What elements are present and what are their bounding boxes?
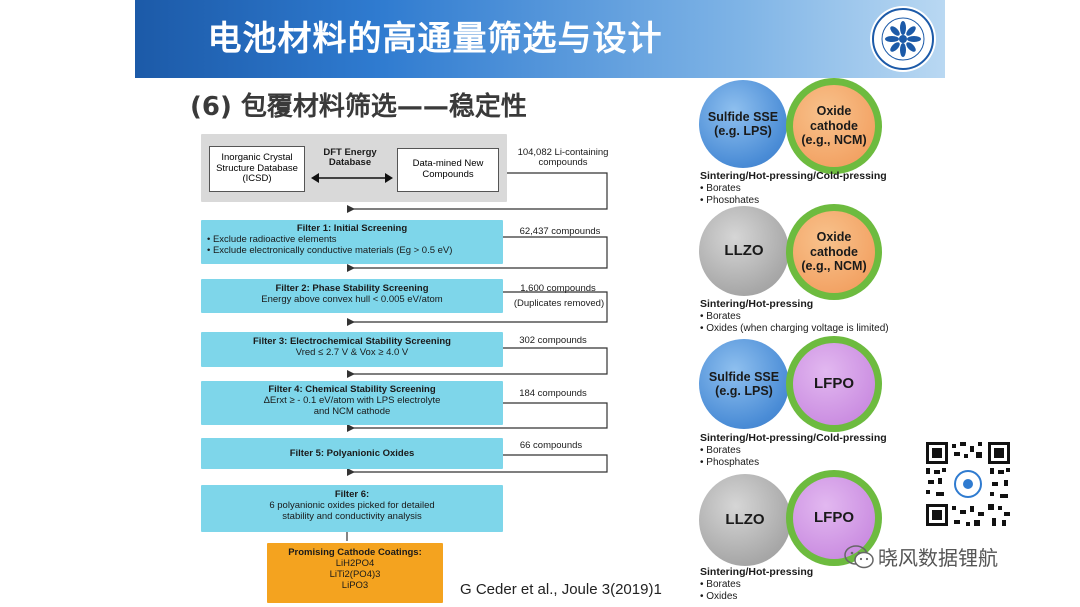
double-arrow-icon bbox=[311, 173, 393, 183]
result-title: Promising Cathode Coatings: bbox=[288, 547, 422, 558]
count-filter-2: 1,600 compounds bbox=[520, 283, 596, 294]
filter-6-box: Filter 6: 6 polyanionic oxides picked fo… bbox=[201, 485, 503, 532]
wechat-icon bbox=[844, 544, 874, 568]
pair-2-right-circle: Oxide cathode (e.g., NCM) bbox=[793, 211, 875, 293]
filter-3-box: Filter 3: Electrochemical Stability Scre… bbox=[201, 332, 503, 367]
wechat-watermark: 晓风数据锂航 bbox=[844, 542, 998, 571]
pair-4-right-circle: LFPO bbox=[793, 477, 875, 559]
pair-3-right-circle: LFPO bbox=[793, 343, 875, 425]
result-item-1: LiH2PO4 bbox=[335, 558, 375, 569]
qr-code-icon bbox=[924, 440, 1012, 528]
dft-database-label: DFT Energy Database bbox=[323, 147, 377, 169]
filter-6-title: Filter 6: bbox=[334, 489, 370, 500]
pair-3-bullet-2: • Phosphates bbox=[700, 457, 760, 468]
data-mined-box: Data-mined New Compounds bbox=[397, 148, 499, 192]
filter-1-line-1: • Exclude radioactive elements bbox=[207, 234, 337, 245]
pair-1-left-circle: Sulfide SSE (e.g. LPS) bbox=[699, 80, 787, 168]
header-banner bbox=[135, 0, 945, 78]
watermark-text: 晓风数据锂航 bbox=[878, 546, 998, 570]
count-filter-4: 184 compounds bbox=[519, 388, 587, 399]
filter-2-title: Filter 2: Phase Stability Screening bbox=[275, 283, 429, 294]
pair-1-bullet-1: • Borates bbox=[700, 183, 741, 194]
filter-1-box: Filter 1: Initial Screening • Exclude ra… bbox=[201, 220, 503, 264]
section-subtitle: (6) 包覆材料筛选——稳定性 bbox=[190, 92, 527, 122]
filter-4-title: Filter 4: Chemical Stability Screening bbox=[268, 384, 436, 395]
count-initial: 104,082 Li-containing compounds bbox=[517, 147, 609, 169]
pair-2-left-circle: LLZO bbox=[699, 206, 789, 296]
filter-4-line-2: and NCM cathode bbox=[313, 406, 391, 417]
pair-2-bullet-1: • Borates bbox=[700, 311, 741, 322]
pair-4-bullet-2: • Oxides bbox=[700, 591, 738, 602]
pair-1-right-circle: Oxide cathode (e.g., NCM) bbox=[793, 85, 875, 167]
result-item-3: LiPO3 bbox=[341, 580, 369, 591]
flow-connectors bbox=[346, 172, 608, 541]
filter-3-line-1: Vred ≤ 2.7 V & Vox ≥ 4.0 V bbox=[295, 347, 409, 358]
pair-3-bullet-1: • Borates bbox=[700, 445, 741, 456]
pair-4-process: Sintering/Hot-pressing bbox=[700, 566, 814, 578]
filter-6-line-2: stability and conductivity analysis bbox=[282, 511, 422, 522]
filter-2-box: Filter 2: Phase Stability Screening Ener… bbox=[201, 279, 503, 313]
pair-3-left-circle: Sulfide SSE (e.g. LPS) bbox=[699, 339, 789, 429]
result-item-2: LiTi2(PO4)3 bbox=[329, 569, 381, 580]
pair-2-bullet-2: • Oxides (when charging voltage is limit… bbox=[700, 323, 889, 334]
page-title: 电池材料的高通量筛选与设计 bbox=[207, 19, 663, 59]
pair-1-process: Sintering/Hot-pressing/Cold-pressing bbox=[700, 170, 887, 182]
filter-5-box: Filter 5: Polyanionic Oxides bbox=[201, 438, 503, 469]
filter-4-box: Filter 4: Chemical Stability Screening Δ… bbox=[201, 381, 503, 425]
count-filter-3: 302 compounds bbox=[519, 335, 587, 346]
filter-1-line-2: • Exclude electronically conductive mate… bbox=[207, 245, 453, 256]
filter-6-line-1: 6 polyanionic oxides picked for detailed bbox=[269, 500, 435, 511]
filter-5-title: Filter 5: Polyanionic Oxides bbox=[289, 448, 415, 459]
filter-2-line-1: Energy above convex hull < 0.005 eV/atom bbox=[261, 294, 443, 305]
pair-3-process: Sintering/Hot-pressing/Cold-pressing bbox=[700, 432, 887, 444]
filter-3-title: Filter 3: Electrochemical Stability Scre… bbox=[253, 336, 451, 347]
pair-4-bullet-1: • Borates bbox=[700, 579, 741, 590]
citation: G Ceder et al., Joule 3(2019)1 bbox=[460, 581, 662, 598]
count-filter-1: 62,437 compounds bbox=[519, 226, 601, 237]
filter-1-title: Filter 1: Initial Screening bbox=[296, 223, 408, 234]
filter-4-line-1: ΔErxt ≥ - 0.1 eV/atom with LPS electroly… bbox=[263, 395, 441, 406]
pair-2-process: Sintering/Hot-pressing bbox=[700, 298, 814, 310]
screening-flowchart: Inorganic Crystal Structure Database (IC… bbox=[197, 128, 617, 606]
count-filter-5: 66 compounds bbox=[519, 440, 583, 451]
count-filter-2-note: (Duplicates removed) bbox=[513, 298, 605, 309]
pair-4-left-circle: LLZO bbox=[699, 474, 791, 566]
cas-logo-icon bbox=[870, 6, 936, 72]
pair-1-bullet-2: • Phosphates bbox=[700, 195, 760, 203]
icsd-box: Inorganic Crystal Structure Database (IC… bbox=[209, 146, 305, 192]
result-box: Promising Cathode Coatings: LiH2PO4 LiTi… bbox=[267, 543, 443, 603]
